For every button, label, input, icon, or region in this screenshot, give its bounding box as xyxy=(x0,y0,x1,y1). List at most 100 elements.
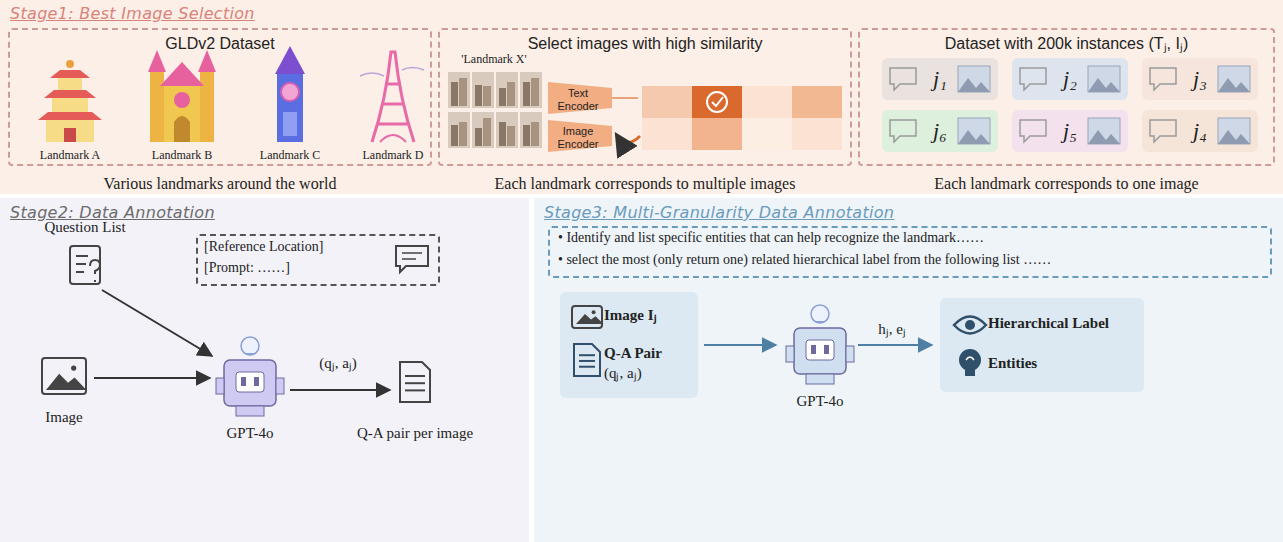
node-fill xyxy=(882,110,998,152)
landmark-photo-grid-part xyxy=(451,82,458,106)
node-text: Stage1: Best Image Selection xyxy=(10,4,430,23)
robot-icon-part xyxy=(241,377,246,386)
node-fill xyxy=(1012,58,1128,100)
document-icon-part xyxy=(579,366,595,368)
instance-icons-part xyxy=(1088,66,1120,92)
landmark-photo-grid-part xyxy=(499,122,506,146)
node-text: j₂ xyxy=(1052,66,1088,92)
landmark-photo-grid-part xyxy=(475,128,482,146)
landmark-photo-grid-part xyxy=(531,78,539,106)
instance-icons xyxy=(1150,66,1250,92)
node-text: j₆ xyxy=(922,118,958,144)
label-text: Landmark C xyxy=(240,148,340,162)
node-text: Stage3: Multi-Granularity Data Annotatio… xyxy=(544,203,1044,222)
node-text: j₁ xyxy=(922,66,958,92)
temple-illustration-part xyxy=(44,90,96,98)
clock-tower-illustration-part xyxy=(275,46,305,74)
temple-illustration-part xyxy=(38,112,102,120)
instance-icons-part xyxy=(1218,78,1250,92)
similarity-matrix-part xyxy=(792,118,842,150)
robot-icon-part xyxy=(811,305,829,323)
dataset-box: Dataset with 200k instances (Tⱼ, Iⱼ)Each… xyxy=(858,28,1275,166)
label-text: Landmark B xyxy=(132,148,232,162)
flow-arrow xyxy=(94,377,210,379)
document-icon xyxy=(574,344,600,376)
label-text: Question List xyxy=(30,218,140,236)
cathedral-illustration-part xyxy=(198,50,216,72)
node-fill xyxy=(0,198,529,542)
node-text: • select the most (only return one) rela… xyxy=(558,252,1258,269)
image-icon-part xyxy=(71,365,76,370)
node-fill xyxy=(1142,110,1258,152)
iron-tower-illustration-part xyxy=(378,84,408,124)
robot-icon-part xyxy=(254,377,259,386)
image-icon-part xyxy=(576,314,604,324)
robot-icon-part xyxy=(824,345,829,354)
question-list-icon xyxy=(70,246,100,284)
flow-arrow xyxy=(290,389,390,391)
similarity-matrix-part xyxy=(712,97,723,106)
similarity-matrix-part xyxy=(742,86,792,118)
speech-icon-part xyxy=(396,246,428,272)
node-fill xyxy=(1142,58,1258,100)
robot-icon-part xyxy=(806,374,834,384)
robot-icon xyxy=(216,337,284,416)
document-icon xyxy=(400,362,430,402)
temple-illustration-part xyxy=(46,118,94,142)
document-icon-part xyxy=(405,382,425,384)
instance-icons-part xyxy=(958,118,990,144)
node-text: Select images with high similarity xyxy=(438,34,852,53)
speech-icon xyxy=(396,246,428,272)
robot-icon-part xyxy=(241,337,259,355)
question-list-icon-part xyxy=(90,260,100,282)
label-text: Landmark D xyxy=(343,148,443,162)
output-box: Hierarchical LabelEntities xyxy=(940,298,1144,392)
similarity-matrix-part xyxy=(642,118,692,150)
node-fill xyxy=(560,292,698,398)
robot-icon xyxy=(786,305,854,384)
cathedral-illustration-part xyxy=(148,50,166,72)
similarity-matrix-part xyxy=(792,86,842,118)
bulb-icon-part xyxy=(965,370,975,376)
instance-icons-part xyxy=(958,78,990,92)
landmark-photo-grid-part xyxy=(496,72,518,108)
robot-icon-part xyxy=(816,321,824,323)
image-icon-part xyxy=(42,358,86,394)
node-text: j₃ xyxy=(1182,66,1218,92)
node-fill xyxy=(882,58,998,100)
dataset-box: GLDv2 DatasetVarious landmarks around th… xyxy=(8,28,432,166)
robot-icon-part xyxy=(236,406,264,416)
landmark-photo-grid-part xyxy=(451,125,458,146)
temple-illustration xyxy=(38,60,102,142)
instance-icons-part xyxy=(1020,120,1046,142)
label-text: Q-A pair per image xyxy=(345,424,485,442)
selection-box: Select images with high similarityEach l… xyxy=(438,28,852,166)
encoder-shape xyxy=(548,82,612,114)
robot-icon-part xyxy=(236,372,264,392)
node-fill xyxy=(1012,110,1128,152)
stage-panel: Stage3: Multi-Granularity Data Annotatio… xyxy=(534,198,1283,542)
cathedral-illustration-part xyxy=(150,70,164,142)
label-text: Image xyxy=(24,408,104,426)
encoder-box: Text Encoder xyxy=(550,84,614,117)
iron-tower-illustration-part xyxy=(360,68,424,77)
instance-icons-part xyxy=(890,120,916,142)
node-fill xyxy=(0,0,1283,194)
iron-tower-illustration-part xyxy=(380,135,406,142)
instance-icons-part xyxy=(1088,130,1120,144)
node-text: [Prompt: ……] xyxy=(204,260,384,277)
temple-illustration-part xyxy=(50,70,90,78)
node-text: • Identify and list specific entities th… xyxy=(558,230,1258,247)
similarity-matrix-part xyxy=(616,134,640,143)
clock-tower-illustration-part xyxy=(277,72,303,142)
document-icon-part xyxy=(574,344,600,376)
node-text: Entities xyxy=(988,354,1140,372)
similarity-matrix-part xyxy=(742,118,792,150)
node-text: j₅ xyxy=(1052,118,1088,144)
landmark-photo-grid-part xyxy=(448,72,470,108)
landmark-photo-grid-part xyxy=(448,112,470,148)
bulb-icon xyxy=(959,349,981,376)
document-icon-part xyxy=(405,389,425,391)
speech-icon-part xyxy=(402,253,422,259)
temple-illustration-part xyxy=(66,60,74,68)
